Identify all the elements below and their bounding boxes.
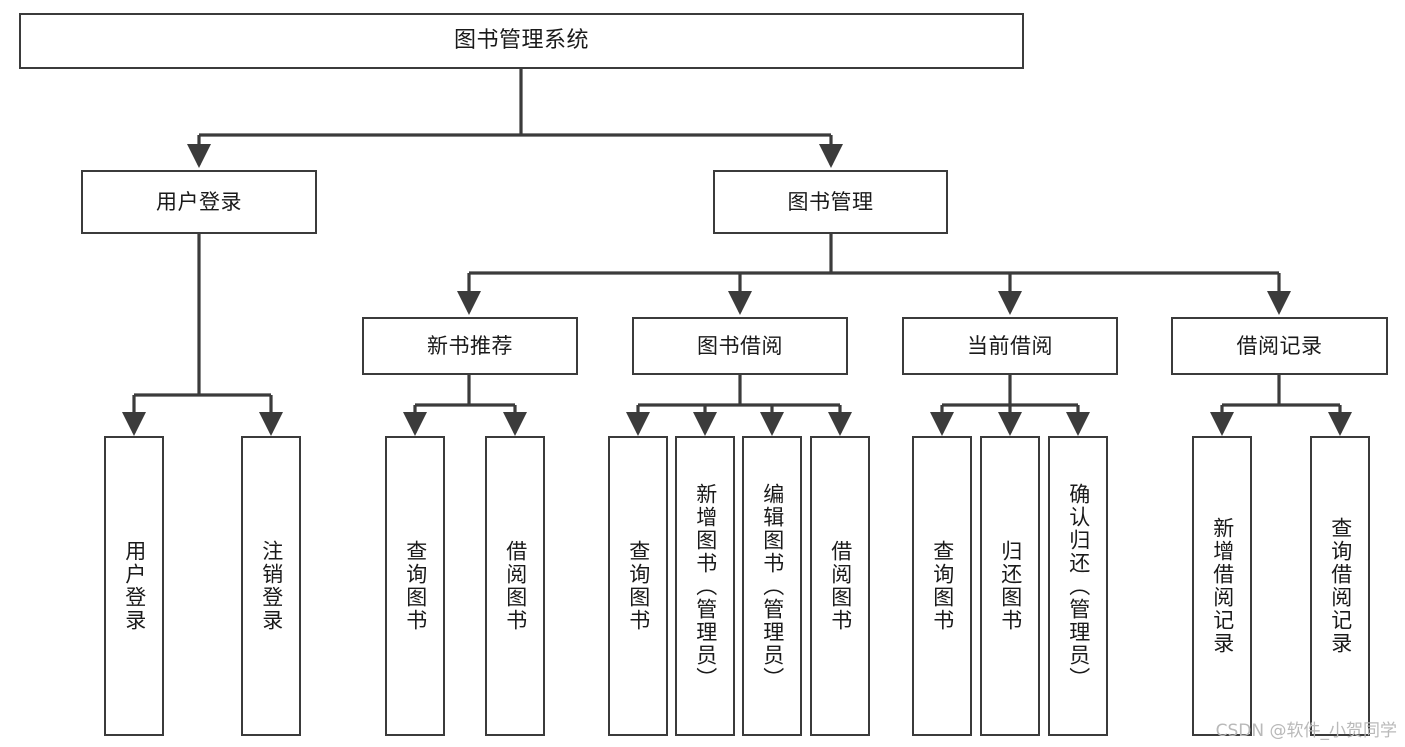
node-label: 当前借阅: [967, 333, 1053, 358]
node-book-borrow[interactable]: 图书借阅: [632, 317, 848, 375]
node-label: 借阅记录: [1236, 333, 1323, 358]
node-label: 用户登录: [156, 189, 242, 214]
node-label: 新增图书（管理员）: [693, 482, 718, 690]
node-label: 图书管理系统: [453, 28, 589, 54]
node-label: 注销登录: [259, 540, 284, 632]
node-leaf-borrow-book[interactable]: 借阅图书: [810, 436, 870, 736]
node-label: 图书管理: [787, 189, 874, 214]
node-label: 编辑图书（管理员）: [760, 482, 785, 690]
node-root-book-management-system[interactable]: 图书管理系统: [19, 13, 1024, 69]
node-leaf-user-login[interactable]: 用户登录: [104, 436, 164, 736]
node-leaf-add-book-admin[interactable]: 新增图书（管理员）: [675, 436, 735, 736]
node-label: 用户登录: [122, 540, 147, 632]
node-leaf-query-book-borrow[interactable]: 查询图书: [608, 436, 668, 736]
node-leaf-borrow-book-recommend[interactable]: 借阅图书: [485, 436, 545, 736]
node-user-login[interactable]: 用户登录: [81, 170, 317, 234]
node-label: 查询图书: [626, 540, 651, 632]
node-borrow-record[interactable]: 借阅记录: [1171, 317, 1388, 375]
node-label: 新书推荐: [427, 333, 513, 358]
node-leaf-confirm-return-admin[interactable]: 确认归还（管理员）: [1048, 436, 1108, 736]
node-new-book-recommend[interactable]: 新书推荐: [362, 317, 578, 375]
node-label: 查询借阅记录: [1328, 517, 1353, 655]
node-label: 借阅图书: [828, 540, 853, 632]
node-label: 确认归还（管理员）: [1066, 482, 1091, 690]
node-leaf-query-book-current[interactable]: 查询图书: [912, 436, 972, 736]
node-leaf-add-borrow-record[interactable]: 新增借阅记录: [1192, 436, 1252, 736]
node-leaf-logout-login[interactable]: 注销登录: [241, 436, 301, 736]
node-label: 新增借阅记录: [1210, 517, 1235, 655]
node-label: 归还图书: [998, 540, 1023, 632]
node-label: 图书借阅: [697, 333, 783, 358]
node-label: 查询图书: [403, 540, 428, 632]
node-label: 查询图书: [930, 540, 955, 632]
node-leaf-query-borrow-record[interactable]: 查询借阅记录: [1310, 436, 1370, 736]
node-book-management[interactable]: 图书管理: [713, 170, 948, 234]
node-label: 借阅图书: [503, 540, 528, 632]
node-leaf-return-book[interactable]: 归还图书: [980, 436, 1040, 736]
node-leaf-edit-book-admin[interactable]: 编辑图书（管理员）: [742, 436, 802, 736]
node-leaf-query-book-recommend[interactable]: 查询图书: [385, 436, 445, 736]
node-current-borrow[interactable]: 当前借阅: [902, 317, 1118, 375]
watermark-text: CSDN @软件_小贺同学: [1215, 721, 1397, 741]
